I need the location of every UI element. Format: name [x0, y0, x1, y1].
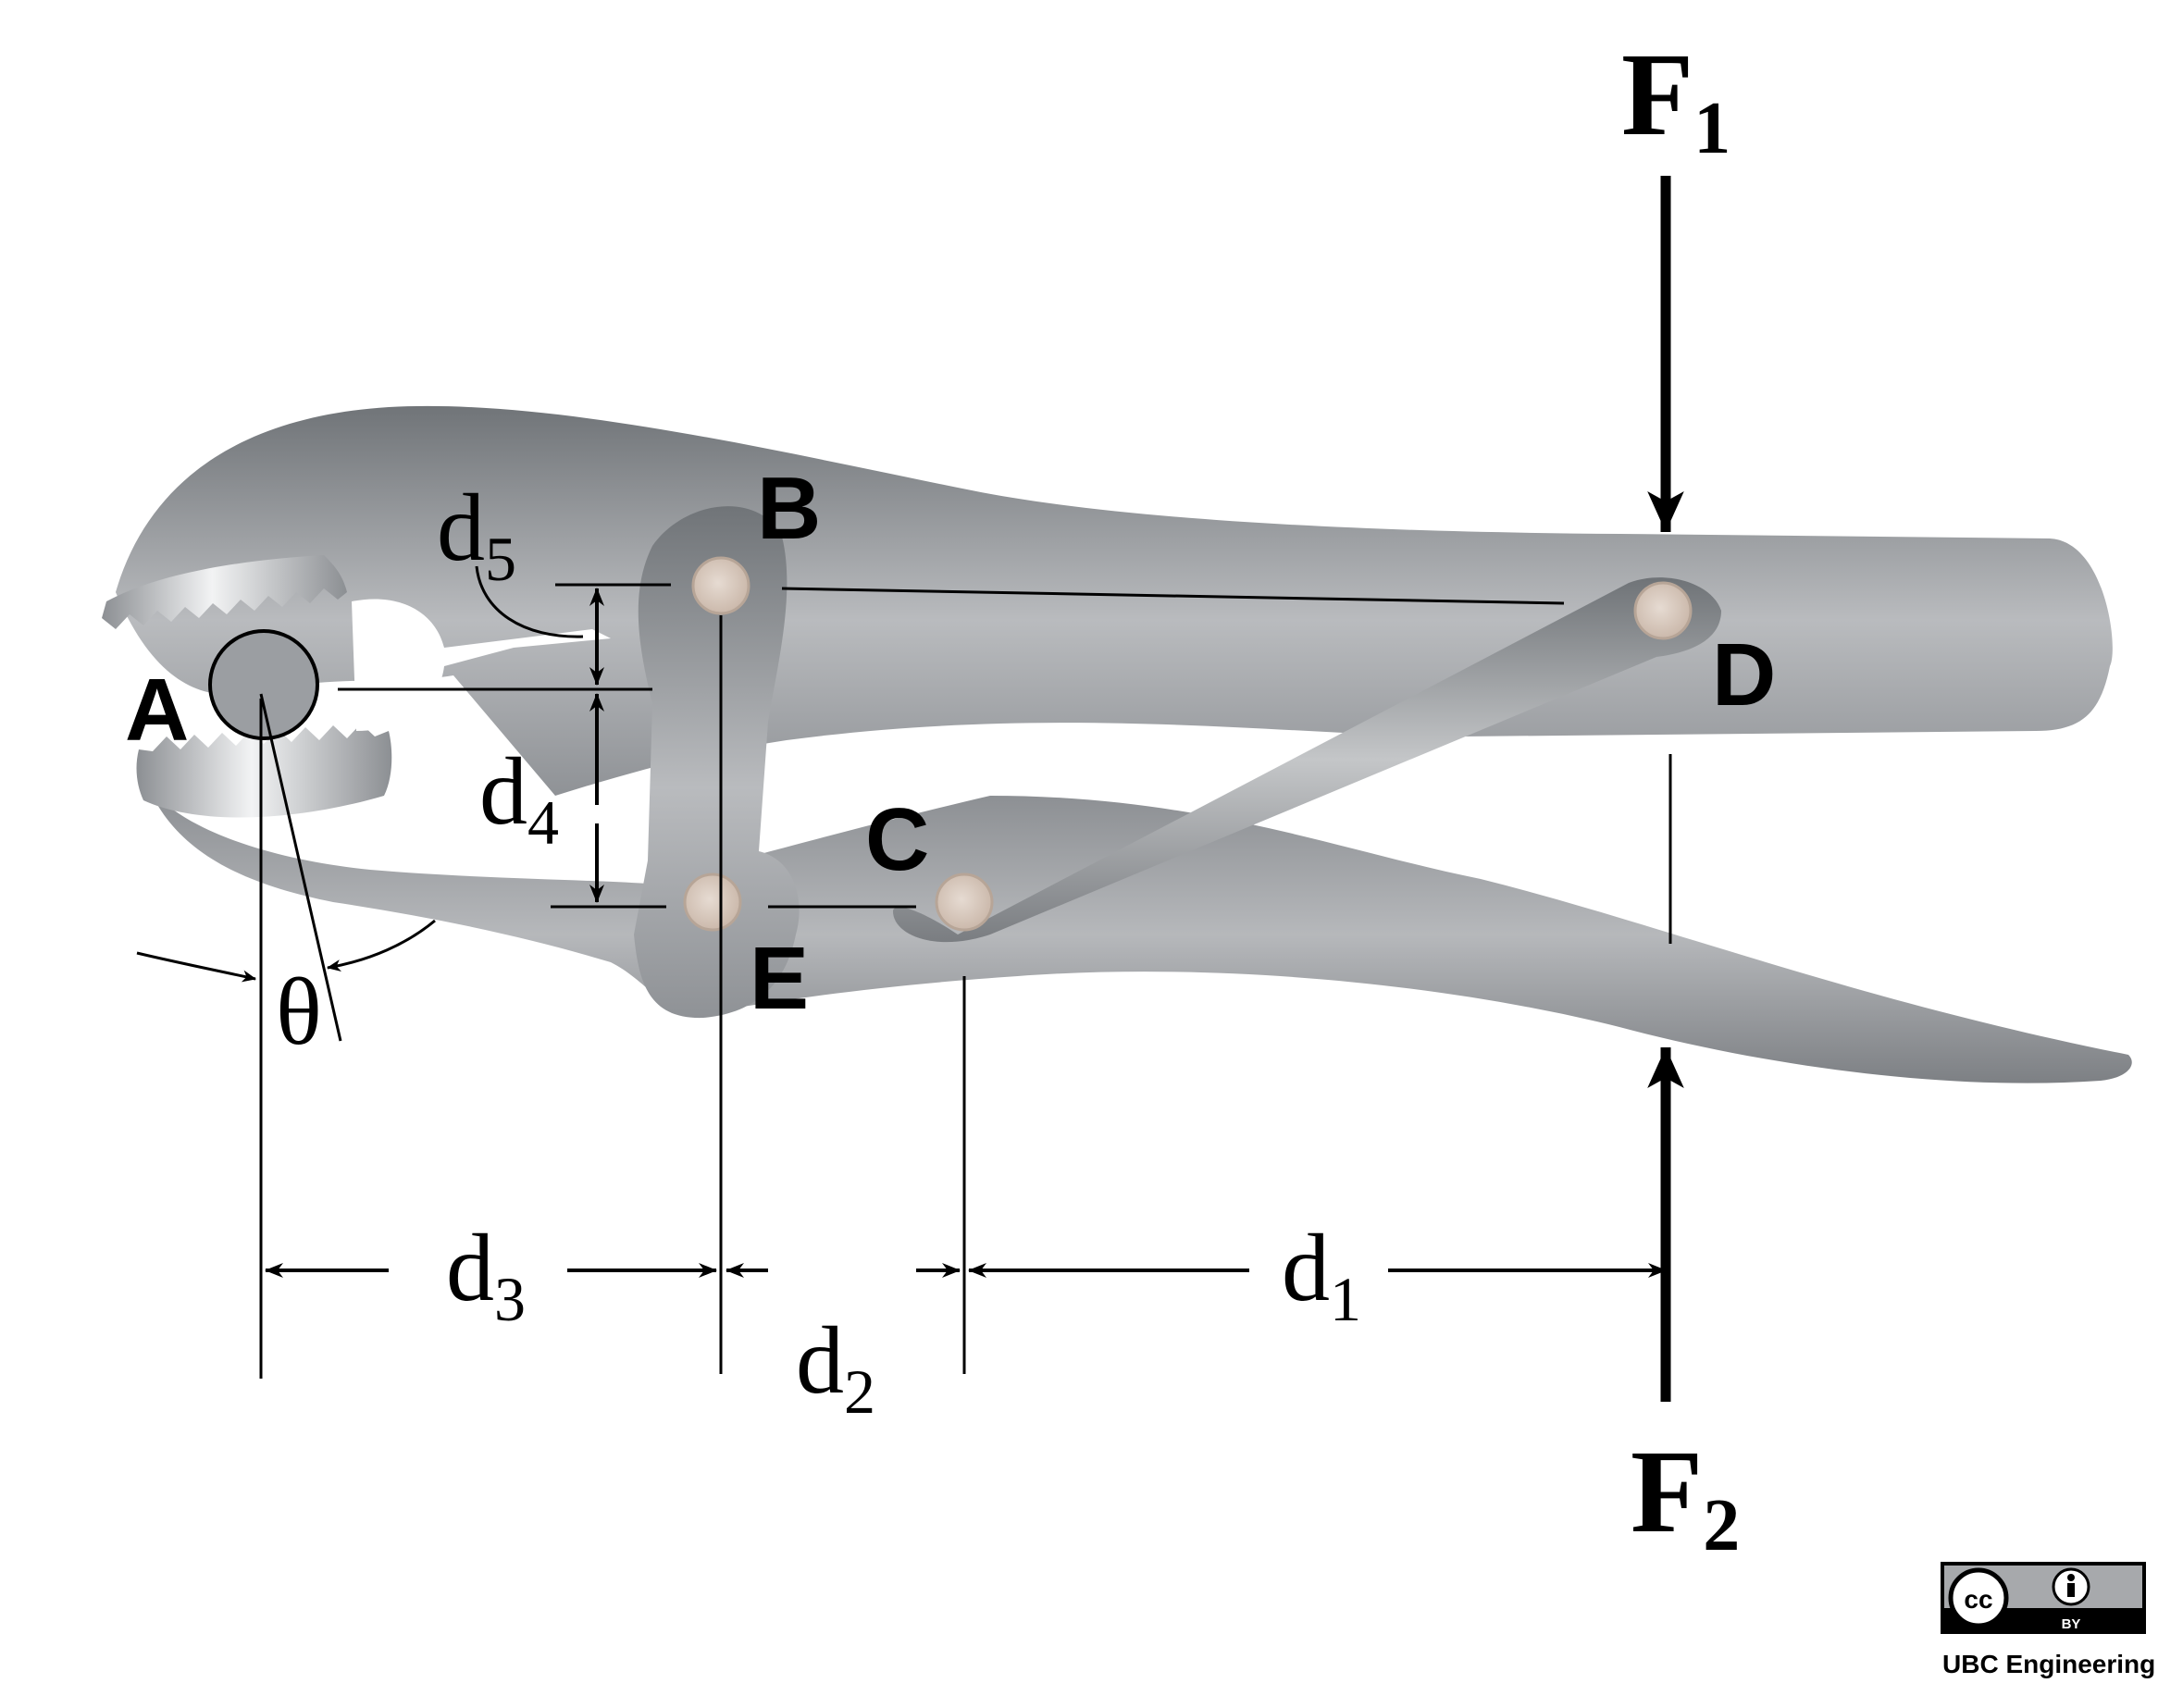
- connecting-rod: [893, 577, 1721, 943]
- label-point-b: B: [757, 459, 821, 558]
- cc-icon: [1948, 1567, 2009, 1628]
- cc-icon-text: cc: [1964, 1585, 1992, 1614]
- label-theta: θ: [276, 959, 322, 1065]
- label-d4: d4: [479, 738, 559, 858]
- link-plate: [634, 506, 800, 1019]
- jaw-gap: [352, 599, 611, 731]
- license-badge: cc BY: [1941, 1562, 2146, 1634]
- label-f1: F1: [1621, 29, 1730, 169]
- dimension-arrows: [136, 565, 1667, 1278]
- label-d1: d1: [1282, 1215, 1361, 1334]
- pin-b: [691, 556, 750, 615]
- label-d2: d2: [796, 1307, 875, 1427]
- pins: [683, 556, 1693, 932]
- credit-text: UBC Engineering: [1942, 1650, 2155, 1678]
- label-d3: d3: [446, 1215, 526, 1334]
- label-point-c: C: [865, 790, 929, 889]
- lower-handle: [148, 786, 2132, 1083]
- gripped-object: [208, 629, 319, 740]
- label-d5: d5: [437, 475, 516, 594]
- lower-teeth: [136, 724, 392, 818]
- label-point-e: E: [750, 929, 809, 1028]
- pin-d: [1633, 581, 1693, 640]
- label-point-a: A: [125, 661, 189, 760]
- pin-e: [683, 873, 742, 932]
- pin-c: [935, 873, 994, 932]
- label-f2: F2: [1631, 1426, 1740, 1566]
- upper-handle: [116, 405, 2113, 796]
- label-point-d: D: [1712, 625, 1776, 724]
- reference-lines: [259, 583, 1672, 1379]
- upper-teeth: [102, 555, 347, 629]
- license-by: BY: [2062, 1616, 2081, 1632]
- pliers-body: [102, 405, 2132, 1083]
